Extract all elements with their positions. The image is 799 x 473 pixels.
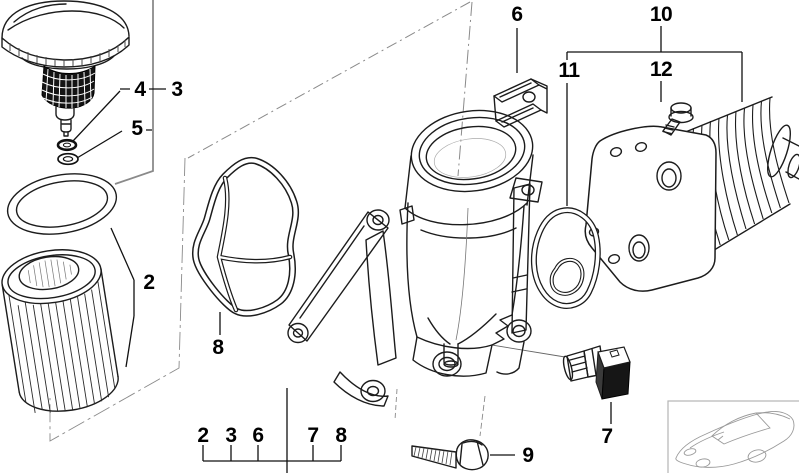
bottom-group-label-7: 7 [307, 424, 319, 447]
o-ring [6, 173, 118, 235]
callout-part-12: 12 [649, 58, 673, 81]
callout-part-4: 4 [134, 78, 146, 101]
housing-gasket [191, 156, 299, 317]
filter-element [1, 249, 119, 413]
oil-pressure-switch [562, 345, 631, 400]
callout-part-11: 11 [558, 59, 580, 82]
callout-part-6: 6 [511, 3, 523, 26]
car-thumbnail [667, 400, 799, 473]
oil-filter-cap [1, 0, 130, 137]
bottom-group-label-3: 3 [225, 424, 237, 447]
callout-part-2: 2 [143, 271, 155, 294]
sealing-washer-5 [57, 152, 79, 166]
bottom-group-label-6: 6 [252, 424, 264, 447]
callout-part-7: 7 [601, 425, 613, 448]
bottom-group-label-8: 8 [335, 424, 347, 447]
callout-part-9: 9 [522, 444, 534, 467]
oil-cooler [584, 96, 799, 292]
callout-part-10: 10 [649, 3, 673, 26]
callout-part-3: 3 [171, 78, 183, 101]
mounting-bolt [411, 439, 489, 471]
car-outline-icon [675, 411, 795, 468]
sealing-washer-4 [56, 138, 78, 152]
filter-housing [287, 109, 543, 407]
cooler-bolt [662, 102, 694, 136]
bottom-group-label-2: 2 [197, 424, 209, 447]
cooler-gasket [530, 207, 601, 309]
callout-leader-lines [72, 0, 743, 473]
callout-part-5: 5 [131, 117, 143, 140]
callout-part-8: 8 [212, 336, 224, 359]
retaining-clip [493, 78, 548, 128]
assembly-axis-lines [49, 1, 486, 442]
